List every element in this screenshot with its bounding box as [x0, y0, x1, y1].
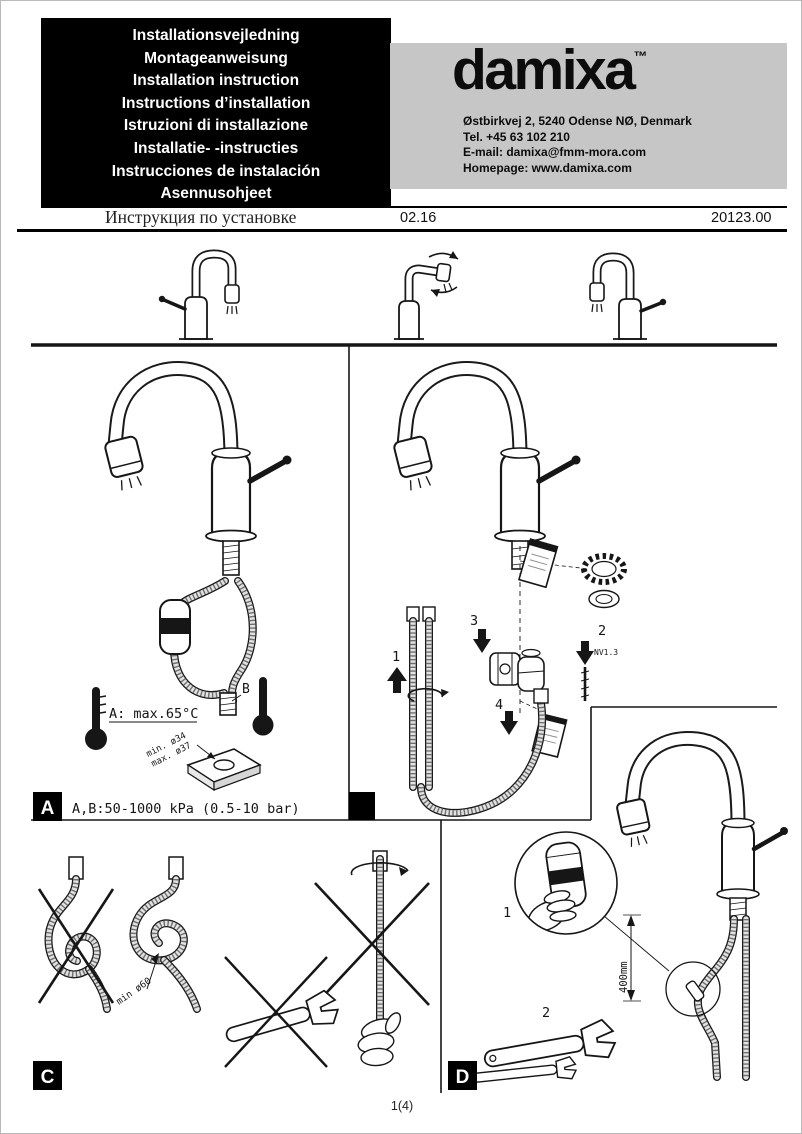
tool-size-label: NV1.3: [594, 648, 618, 657]
handle-lever: [247, 459, 287, 484]
wrench-icon: [225, 989, 340, 1043]
step-2-label: 2: [542, 1005, 550, 1021]
title-spanish: Instrucciones de instalación: [111, 162, 321, 180]
title-french: Instructions d’installation: [121, 94, 311, 112]
panel-borders: [31, 343, 777, 1093]
title-dutch: Installatie- -instructies: [133, 139, 299, 157]
title-finnish: Asennusohjeet: [160, 185, 272, 203]
panel-d-label-box: [448, 1061, 477, 1090]
panel-c-label-box: [33, 1061, 62, 1090]
hose-min-bend-radius: min ø60: [114, 856, 197, 1009]
pressure-note: A,B:50-1000 kPa (0.5-10 bar): [72, 801, 300, 817]
document-number: 20123.00: [711, 210, 772, 226]
panel-c-label: C: [41, 1067, 55, 1088]
rotate-arrow-icon: [350, 862, 409, 876]
faucet-variant-3: [589, 252, 667, 340]
damixa-logo: damixa™: [452, 38, 648, 102]
page-number: 1(4): [390, 1099, 414, 1113]
header-divider-bottom: [17, 229, 787, 232]
faucet-variant-1: [158, 249, 240, 340]
threaded-stud: [580, 667, 590, 701]
magnified-weight-detail: [515, 832, 617, 934]
wrench-icon: [483, 1018, 617, 1068]
min-diameter-label: min ø60: [114, 975, 153, 1007]
step-2-label: 2: [598, 623, 606, 639]
step-1-label: 1: [503, 905, 511, 921]
title-italian: Istruzioni di installazione: [123, 117, 309, 135]
address-homepage: Homepage: www.damixa.com: [463, 160, 632, 175]
check-valve-part: [517, 648, 545, 692]
panel-a-figure: A: max.65°C B min. ø34 max. ø37 A A,B:50…: [33, 369, 300, 821]
spray-head: [616, 798, 651, 847]
panel-b-label-box: [349, 792, 375, 820]
step-1-label: 1: [392, 649, 400, 665]
detail-circle-large: [514, 831, 618, 935]
arrow-up-icon: [387, 667, 407, 693]
panel-d-label: D: [456, 1067, 470, 1088]
spray-head: [393, 435, 433, 491]
point-b-label: B: [242, 682, 250, 697]
address-street: Østbirkvej 2, 5240 Odense NØ, Denmark: [463, 114, 692, 128]
trademark-symbol: ™: [633, 48, 648, 64]
hand-icon: [357, 1012, 402, 1067]
brand-address: Østbirkvej 2, 5240 Odense NØ, Denmark Te…: [463, 114, 692, 176]
spray-head: [104, 435, 144, 491]
faucet-variant-2: [394, 251, 459, 340]
length-dimension: 400mm: [618, 914, 641, 1002]
clip-part: [489, 652, 521, 686]
length-label: 400mm: [618, 961, 630, 993]
step-4-label: 4: [495, 697, 503, 713]
hole-dimension-labels: min. ø34 max. ø37: [145, 731, 193, 769]
installation-diagrams: A: max.65°C B min. ø34 max. ø37 A A,B:50…: [31, 343, 788, 1093]
rotate-arrow-icon: [407, 687, 444, 702]
arrow-down-icon: [500, 711, 518, 735]
hose-clip: [685, 980, 705, 1002]
panel-c-figure: min ø60: [33, 850, 430, 1090]
panel-d-figure: 1 400mm 2 D: [448, 738, 788, 1090]
arrow-down-icon: [576, 641, 594, 665]
hose-no-tools: [224, 850, 430, 1068]
mounting-hole-plate: [186, 748, 262, 792]
russian-title: Инструкция по установке: [105, 207, 297, 227]
panel-b-figure: 3 2 NV1.3 1: [387, 369, 627, 813]
hot-water-thermometer-icon: [85, 687, 107, 750]
title-danish: Installationsvejledning: [132, 27, 300, 44]
language-title-box: Installationsvejledning Montageanweisung…: [41, 18, 391, 207]
detail-circle-small: [665, 961, 721, 1017]
header-divider: [41, 206, 787, 208]
cold-water-thermometer-icon: [252, 677, 274, 736]
parts-bag: [517, 538, 559, 589]
hose-weight: [159, 599, 191, 655]
max-temp-note: A: max.65°C: [109, 706, 198, 722]
panel-a-label: A: [41, 798, 55, 819]
title-german: Montageanweisung: [144, 49, 288, 67]
hose-tight-loop-prohibited: [37, 856, 115, 1009]
address-email: E-mail: damixa@fmm-mora.com: [463, 145, 647, 160]
step-3-label: 3: [470, 613, 478, 629]
address-phone: Tel. +45 63 102 210: [463, 129, 570, 144]
product-variants-row: [158, 249, 667, 340]
title-english: Installation instruction: [132, 72, 300, 90]
brand-name: damixa: [452, 38, 636, 102]
arrow-down-icon: [473, 629, 491, 653]
brand-box: damixa™ Østbirkvej 2, 5240 Odense NØ, De…: [390, 38, 787, 189]
panel-a-label-box: [33, 792, 62, 821]
toothed-mounting-ring: [581, 553, 627, 585]
version-date: 02.16: [400, 210, 437, 226]
